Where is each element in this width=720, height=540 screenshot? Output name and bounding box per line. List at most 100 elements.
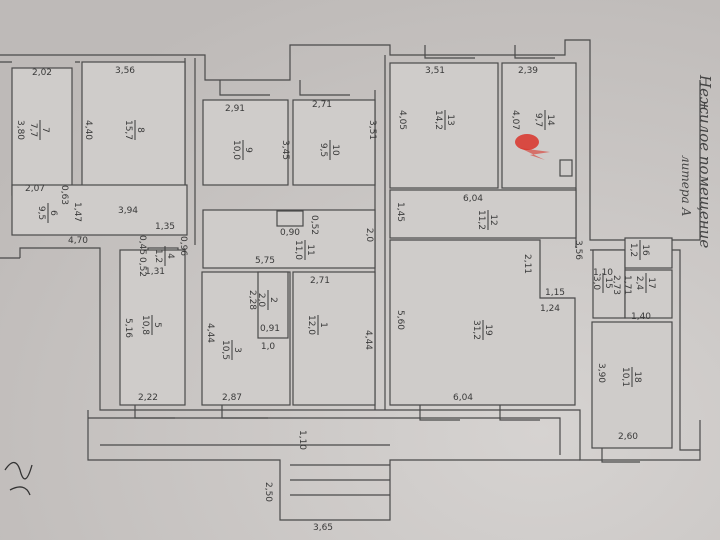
room-label-5: 510,8 bbox=[140, 315, 162, 335]
dimension-label: 5,16 bbox=[123, 318, 133, 338]
dimension-label: 3,51 bbox=[367, 120, 377, 140]
room-label-3: 310,5 bbox=[220, 340, 242, 360]
dimension-label: 3,51 bbox=[425, 66, 445, 76]
dimension-label: 3,56 bbox=[573, 240, 583, 260]
room-label-17: 172,4 bbox=[634, 273, 656, 293]
room-area: 10,0 bbox=[231, 140, 241, 160]
dimension-label: 3,90 bbox=[596, 363, 606, 383]
room-label-16: 161,2 bbox=[628, 240, 650, 260]
room-number: 2 bbox=[268, 297, 278, 303]
dimension-label: 1,10 bbox=[593, 268, 613, 278]
dimension-label: 2,11 bbox=[522, 254, 532, 274]
dimension-label: 1,45 bbox=[395, 202, 405, 222]
room-17-outline bbox=[624, 269, 673, 319]
room-number: 7 bbox=[40, 127, 50, 133]
room-area: 11,2 bbox=[476, 210, 486, 230]
room-area: 10,1 bbox=[620, 367, 630, 387]
room-label-8: 815,7 bbox=[123, 120, 145, 140]
room-area: 7,7 bbox=[28, 123, 38, 137]
room-area: 14,2 bbox=[433, 110, 443, 130]
dimension-label: 1,0 bbox=[261, 342, 276, 352]
room-2-outline bbox=[257, 271, 289, 339]
dimension-label: 0,52 bbox=[309, 215, 319, 235]
dimension-label: 1,24 bbox=[540, 304, 560, 314]
dimension-label: 5,60 bbox=[395, 310, 405, 330]
red-stain-smear bbox=[520, 148, 550, 160]
room-number: 18 bbox=[632, 371, 642, 383]
room-label-10: 109,5 bbox=[318, 140, 340, 160]
room-number: 9 bbox=[243, 147, 253, 153]
dimension-label: 1,31 bbox=[145, 267, 165, 277]
dimension-label: 6,04 bbox=[453, 393, 473, 403]
room-number: 13 bbox=[445, 114, 455, 125]
dimension-label: 3,94 bbox=[118, 206, 138, 216]
room-7-outline bbox=[11, 67, 73, 196]
room-14-fixture bbox=[559, 159, 573, 177]
dimension-label: 2,39 bbox=[518, 66, 538, 76]
dimension-label: 0,45 bbox=[137, 235, 147, 255]
room-number: 17 bbox=[646, 277, 656, 288]
room-number: 11 bbox=[305, 244, 315, 255]
dimension-label: 2,02 bbox=[32, 68, 52, 78]
dimension-label: 2,28 bbox=[247, 290, 257, 310]
room-number: 8 bbox=[135, 127, 145, 133]
room-11-niche bbox=[276, 210, 304, 227]
dimension-label: 2,60 bbox=[618, 432, 638, 442]
dimension-label: 1,15 bbox=[545, 288, 565, 298]
dimension-label: 1,40 bbox=[631, 312, 651, 322]
dimension-label: 2,50 bbox=[263, 482, 273, 502]
room-number: 12 bbox=[488, 214, 498, 225]
room-area: 31,2 bbox=[471, 320, 481, 340]
dimension-label: 2,87 bbox=[222, 393, 242, 403]
room-area: 9,5 bbox=[318, 143, 328, 157]
room-area: 10,8 bbox=[140, 315, 150, 335]
handwritten-note: Нежилое помещение bbox=[696, 74, 714, 248]
room-16-outline bbox=[624, 237, 673, 269]
signature bbox=[4, 461, 33, 496]
room-label-14: 149,7 bbox=[533, 110, 555, 130]
dimension-label: 4,44 bbox=[363, 330, 373, 350]
room-area: 1,2 bbox=[628, 243, 638, 257]
room-label-6: 69,5 bbox=[36, 203, 58, 223]
dimension-label: 3,45 bbox=[280, 140, 290, 160]
dimension-label: 2,22 bbox=[138, 393, 158, 403]
room-area: 9,7 bbox=[533, 113, 543, 127]
dimension-label: 2,07 bbox=[25, 184, 45, 194]
room-8-outline bbox=[81, 61, 186, 196]
dimension-label: 3,56 bbox=[115, 66, 135, 76]
dimension-label: 2,71 bbox=[310, 276, 330, 286]
dimension-label: 0,52 bbox=[137, 257, 147, 277]
dimension-label: 5,75 bbox=[255, 256, 275, 266]
room-9-outline bbox=[202, 99, 289, 186]
handwritten-letter: литера А bbox=[679, 155, 693, 217]
room-area: 15,7 bbox=[123, 120, 133, 140]
room-13-outline bbox=[389, 62, 499, 189]
dimension-label: 0,90 bbox=[280, 228, 300, 238]
red-stain bbox=[515, 134, 539, 150]
dimension-label: 4,70 bbox=[68, 236, 88, 246]
room-area: 1,2 bbox=[153, 249, 163, 263]
dimension-label: 2,91 bbox=[225, 104, 245, 114]
room-label-2: 22,0 bbox=[256, 290, 278, 310]
dimension-label: 0,91 bbox=[260, 324, 280, 334]
dimension-label: 1,47 bbox=[72, 202, 82, 222]
room-15-outline bbox=[592, 249, 626, 319]
room-label-9: 910,0 bbox=[231, 140, 253, 160]
dimension-label: 1,71 bbox=[622, 275, 632, 295]
dimension-label: 6,04 bbox=[463, 194, 483, 204]
dimension-label: 1,10 bbox=[297, 430, 307, 450]
room-12-outline bbox=[389, 189, 577, 239]
room-label-7: 77,7 bbox=[28, 120, 50, 140]
dimension-label: 4,44 bbox=[205, 323, 215, 343]
room-label-15: 153,0 bbox=[591, 273, 613, 293]
room-area: 12,0 bbox=[306, 315, 316, 335]
room-number: 19 bbox=[483, 324, 493, 336]
room-number: 15 bbox=[603, 277, 613, 288]
room-area: 2,0 bbox=[256, 293, 266, 308]
